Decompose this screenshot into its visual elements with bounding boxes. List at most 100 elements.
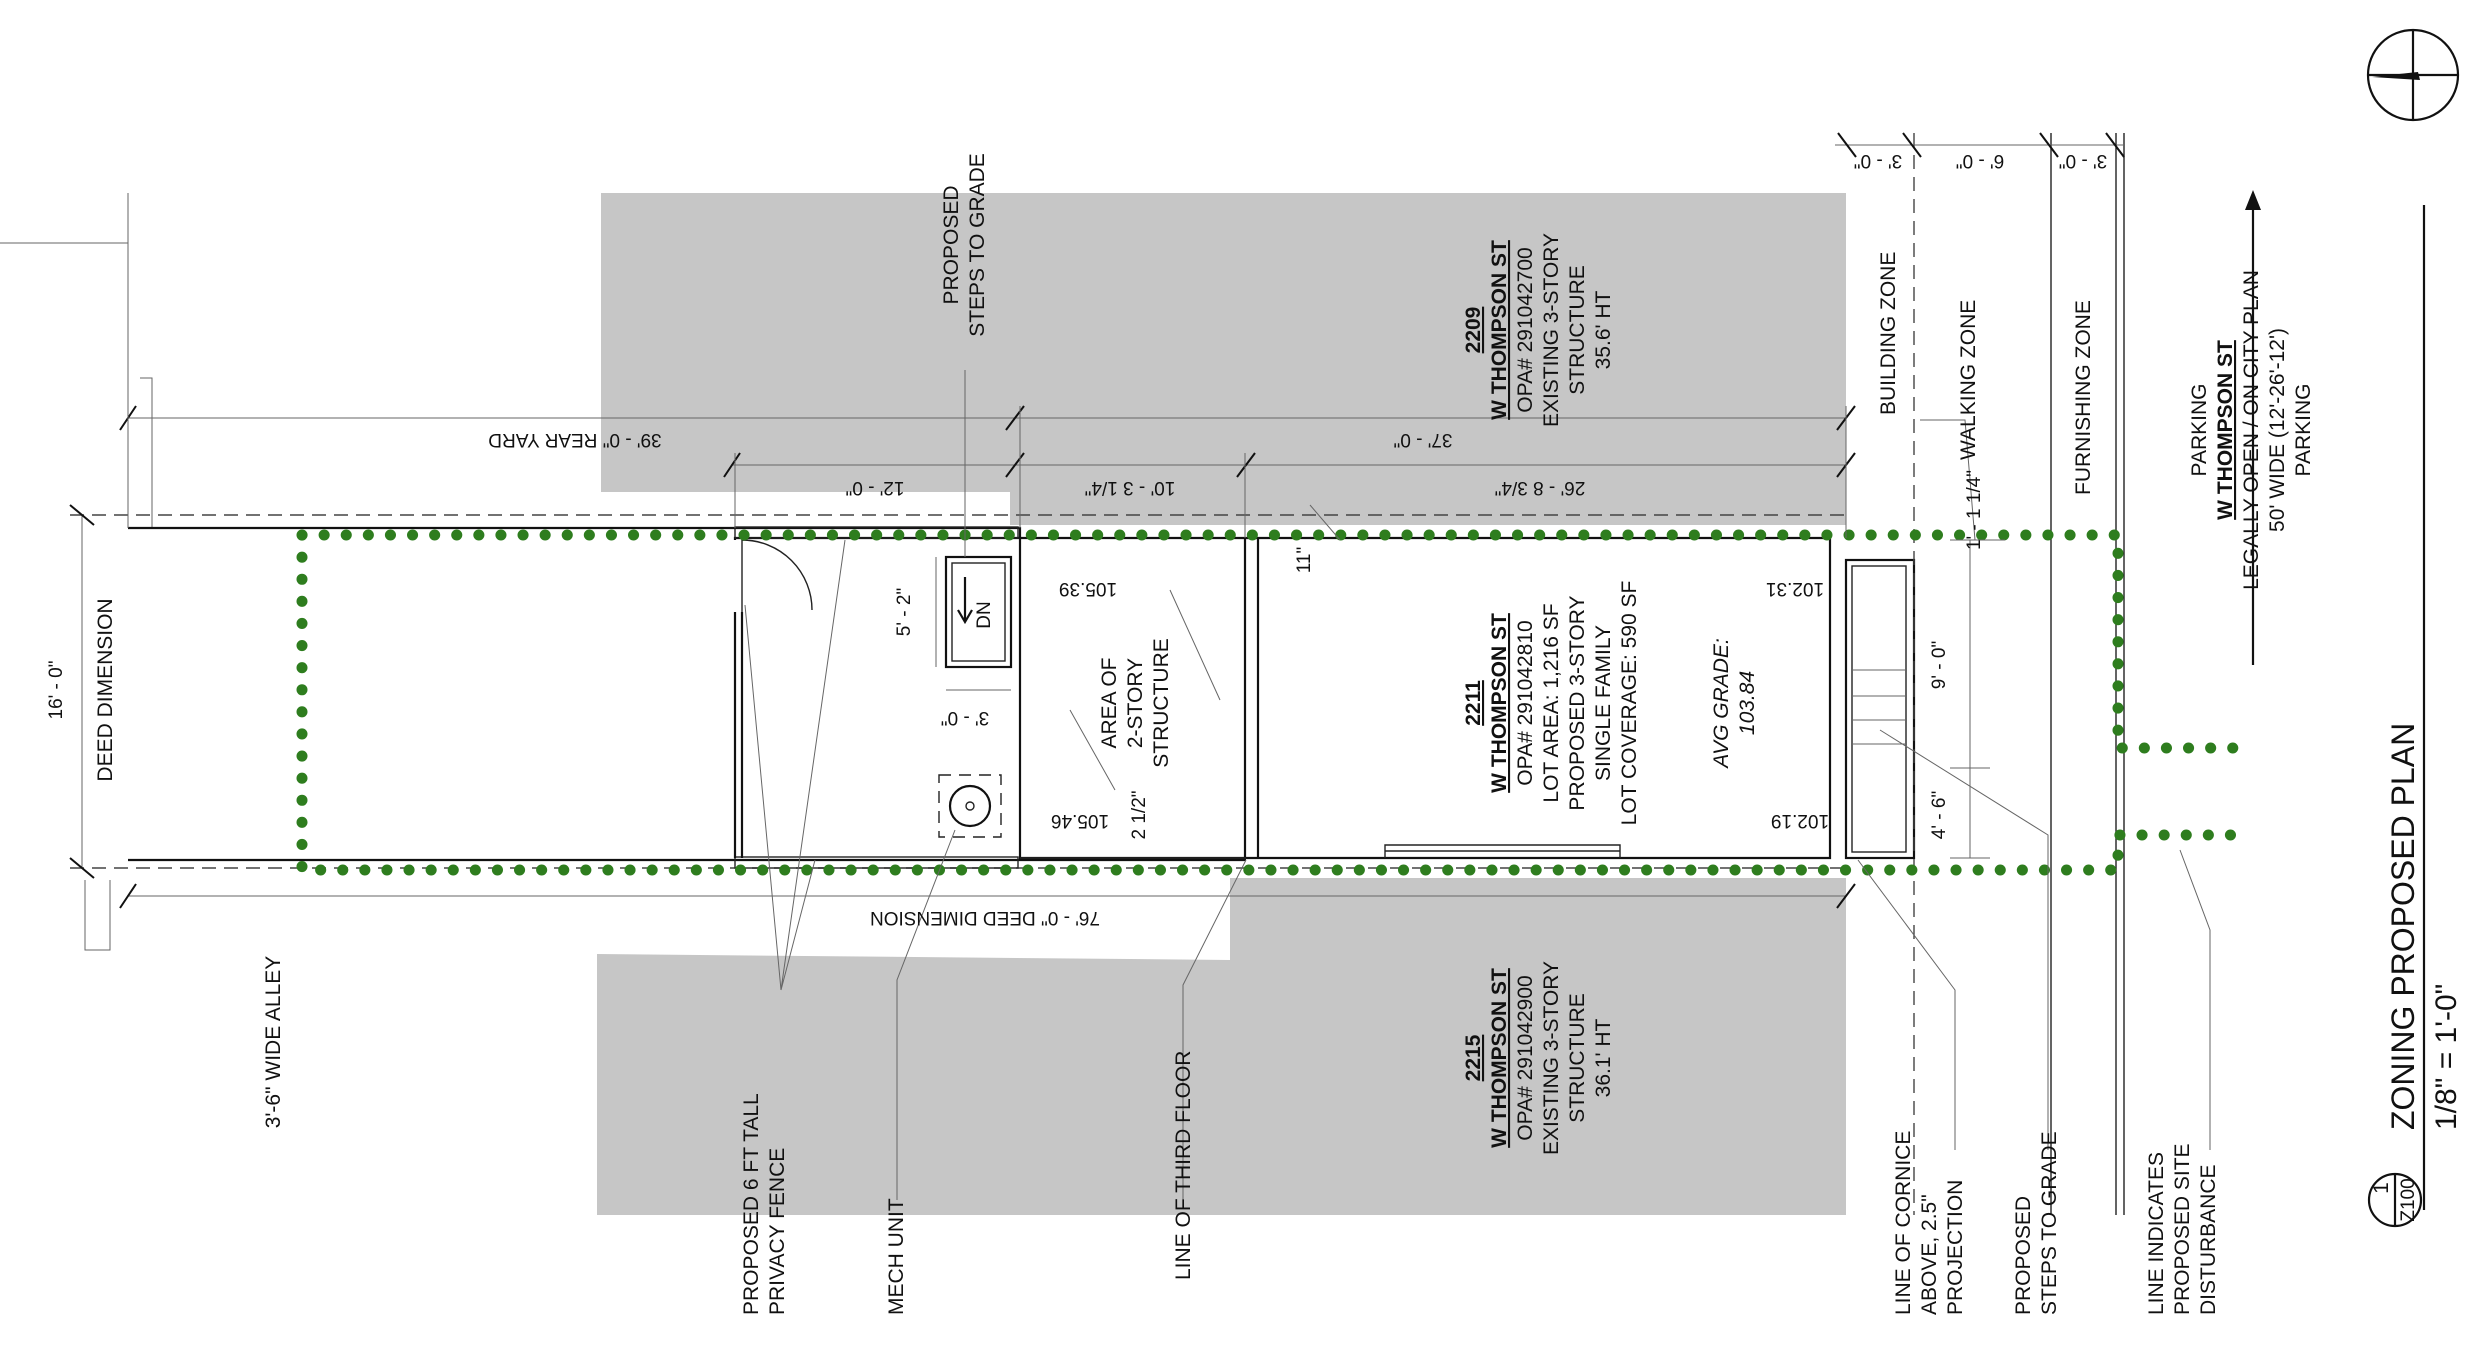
- p2215-opa: OPA# 291042900: [1514, 975, 1537, 1140]
- street-arrow-head: [2245, 190, 2261, 210]
- leader-disturbance: [2179, 849, 2211, 1150]
- stairs-dn: DN: [974, 601, 995, 628]
- party-wall: [1243, 538, 1260, 858]
- tick-e: [1005, 452, 1025, 478]
- dim-3-0: 3' - 0": [941, 707, 989, 728]
- title-sheet: Z100: [2398, 1178, 2419, 1221]
- disturb-line2: PROPOSED SITE: [2171, 1143, 2194, 1315]
- cornice-line1: LINE OF CORNICE: [1892, 1131, 1915, 1315]
- tick-f: [1236, 452, 1256, 478]
- fence-line1: PROPOSED 6 FT TALL: [740, 1093, 763, 1315]
- leader-front-steps: [1879, 729, 2049, 1150]
- fence-label: PROPOSED 6 FT TALL PRIVACY FENCE: [740, 1093, 789, 1315]
- disturb-line1: LINE INDICATES: [2145, 1152, 2168, 1315]
- dim-10: 10' - 3 1/4": [1085, 477, 1176, 498]
- dim-37: 37' - 0": [1394, 429, 1453, 450]
- deed-dimension-label: DEED DIMENSION: [94, 598, 117, 781]
- dim-deed-depth: 76' - 0" DEED DIMENSION: [870, 907, 1100, 928]
- fence-line: [733, 612, 744, 858]
- area2-line3: STRUCTURE: [1150, 638, 1173, 768]
- disturb-line3: DISTURBANCE: [2197, 1164, 2220, 1315]
- leader-area2: [1069, 589, 1221, 791]
- rear-stair-inner: [951, 562, 1006, 662]
- rear-door-swing: [741, 539, 813, 612]
- mech-unit-hub: [965, 801, 975, 811]
- dim-zone-walking: 6' - 0": [1956, 150, 2004, 171]
- front-steps-fill: [1851, 565, 1907, 853]
- p2215-street: W THOMPSON ST: [1488, 968, 1511, 1148]
- bay-front: [1384, 844, 1621, 858]
- p2215-height: 36.1' HT: [1592, 1018, 1615, 1097]
- alley-label: 3'-6" WIDE ALLEY: [262, 956, 285, 1129]
- tick-d: [723, 452, 741, 478]
- leader-fence: [744, 539, 846, 991]
- tick-h: [119, 883, 137, 909]
- mech-unit-fan: [948, 784, 992, 828]
- stair-arrow: [957, 577, 973, 625]
- street-parking-1: PARKING: [2188, 384, 2211, 477]
- site-disturbance-line[interactable]: [296, 529, 2251, 876]
- grade-105-46: 105.46: [1051, 810, 1109, 831]
- p2211-street: W THOMPSON ST: [1488, 613, 1511, 793]
- leader-cornice: [1857, 859, 1956, 1150]
- street-label: PARKING W THOMPSON ST LEGALLY OPEN / ON …: [2188, 270, 2315, 590]
- zone-tick-3: [2039, 132, 2059, 158]
- title-number: 1: [2370, 1182, 2393, 1194]
- building-2209: [601, 193, 1846, 525]
- front-steps: [1844, 558, 1916, 860]
- dim-zone-building: 3' - 0": [1854, 150, 1902, 171]
- p2211-area: LOT AREA: 1,216 SF: [1540, 603, 1563, 802]
- mech-unit-box: [938, 774, 1002, 838]
- zone-tick-1: [1837, 132, 1857, 158]
- street-parking-2: PARKING: [2292, 384, 2315, 477]
- cornice-label: LINE OF CORNICE ABOVE, 2.5" PROJECTION: [1892, 1131, 1967, 1315]
- p2209-desc1: EXISTING 3-STORY: [1540, 233, 1563, 427]
- mech-unit-label: MECH UNIT: [885, 1198, 908, 1315]
- tick-k: [69, 857, 95, 879]
- cornice-line2: ABOVE, 2.5": [1918, 1194, 1941, 1315]
- rear-steps-label: PROPOSED STEPS TO GRADE: [940, 153, 989, 337]
- zone-tick-2: [1902, 132, 1922, 158]
- dim-zone-furnishing: 3' - 0": [2059, 150, 2107, 171]
- dim-5-2: 5' - 2": [894, 588, 915, 636]
- p2215-address: 2215: [1462, 1034, 1485, 1081]
- dim-deed-width: 16' - 0": [46, 661, 67, 720]
- tick-i: [1836, 883, 1856, 909]
- street-name: W THOMPSON ST: [2214, 340, 2237, 520]
- p2209-address: 2209: [1462, 307, 1485, 354]
- dim-26: 26' - 8 3/4": [1495, 477, 1586, 498]
- front-step-treads: [1852, 669, 1906, 745]
- tick-b: [1005, 405, 1025, 431]
- dim-11: 11": [1294, 547, 1315, 573]
- front-steps-line2: STEPS TO GRADE: [2038, 1131, 2061, 1315]
- plan-scale: 1/8" = 1'-0": [2430, 984, 2463, 1130]
- p2215-desc1: EXISTING 3-STORY: [1540, 961, 1563, 1155]
- p2209-desc2: STRUCTURE: [1566, 265, 1589, 395]
- dim-9: 9' - 0": [1929, 641, 1950, 689]
- dim-1-1: 1' - 1 1/4": [1964, 470, 1985, 550]
- leader-third-floor: [1182, 859, 1247, 1200]
- p2209-height: 35.6' HT: [1592, 290, 1615, 369]
- leader-zones: [1920, 419, 2005, 541]
- dim-front-lines: [1950, 539, 1990, 859]
- p2211-desc1: PROPOSED 3-STORY: [1566, 595, 1589, 810]
- street-width: 50' WIDE (12'-26'-12'): [2266, 328, 2289, 532]
- dim-2-5: 2 1/2": [1129, 790, 1150, 839]
- street-status: LEGALLY OPEN / ON CITY PLAN: [2240, 270, 2263, 590]
- label-2209: 2209 W THOMPSON ST OPA# 291042700 EXISTI…: [1462, 233, 1615, 427]
- cornice-line3: PROJECTION: [1944, 1180, 1967, 1315]
- p2211-coverage: LOT COVERAGE: 590 SF: [1618, 581, 1641, 826]
- area-2-story-label: AREA OF 2-STORY STRUCTURE: [1098, 638, 1173, 768]
- avg-grade-label: AVG GRADE:: [1710, 638, 1733, 770]
- leader-mech: [896, 829, 956, 1200]
- front-steps-line1: PROPOSED: [2012, 1196, 2035, 1315]
- p2211-address: 2211: [1462, 680, 1485, 726]
- avg-grade-value: 103.84: [1736, 671, 1759, 735]
- rear-steps-line2: STEPS TO GRADE: [966, 153, 989, 337]
- building-2215: [597, 878, 1846, 1215]
- p2209-street: W THOMPSON ST: [1488, 240, 1511, 420]
- dim-4-6: 4' - 6": [1929, 791, 1950, 839]
- p2211-opa: OPA# 291042810: [1514, 620, 1537, 785]
- plan-title: ZONING PROPOSED PLAN: [2385, 723, 2421, 1130]
